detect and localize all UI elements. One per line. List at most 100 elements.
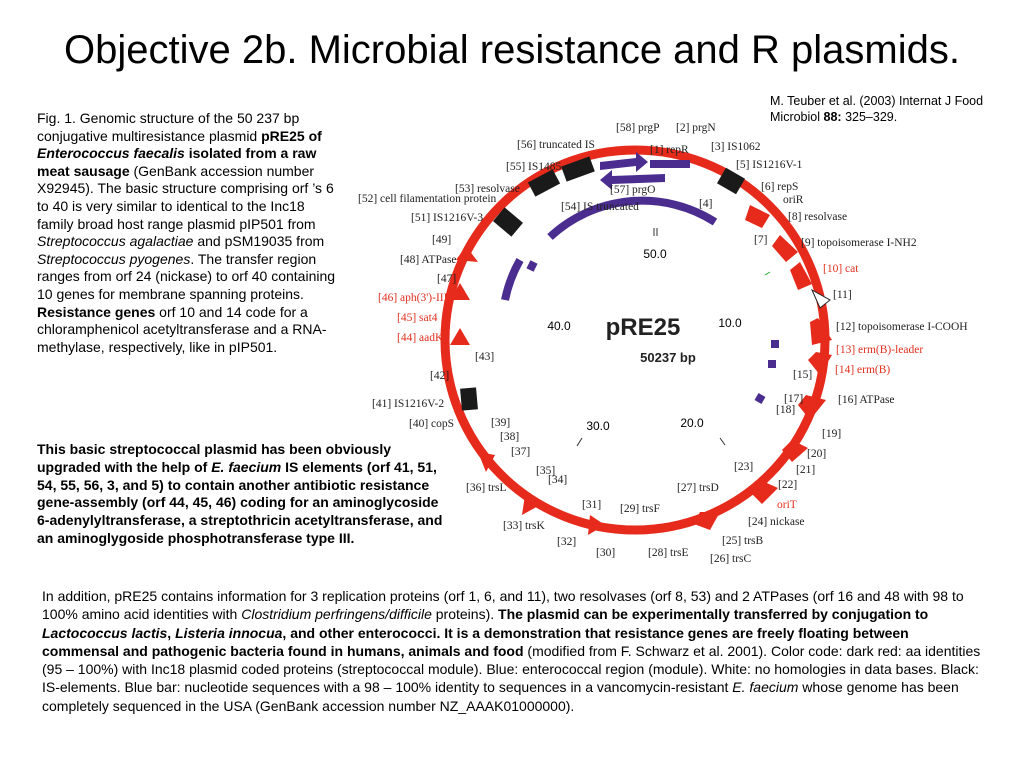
- caption-species: Enterococcus faecalis: [37, 145, 185, 162]
- gene-label: [49]: [432, 234, 451, 246]
- gene-label: [2] prgN: [676, 122, 716, 134]
- para-text: whose genome has been completely sequenc…: [42, 679, 959, 714]
- plasmid-name: pRE25: [606, 314, 681, 341]
- scale-tick: [764, 271, 771, 276]
- gene-label: [6] repS: [761, 181, 798, 193]
- caption-text: Fig. 1. Genomic structure of the 50 237 …: [37, 110, 300, 144]
- gene-label: [51] IS1216V-3: [411, 212, 483, 224]
- caption-species: Streptococcus pyogenes: [37, 250, 191, 267]
- gene-arrow-red: [522, 495, 540, 515]
- gene-label: [23]: [734, 461, 753, 473]
- plasmid-size: 50237 bp: [640, 350, 696, 365]
- red-genes: [450, 205, 832, 535]
- is-element-block: [460, 387, 478, 411]
- scale-ticks: [576, 228, 771, 447]
- gene-label: [37]: [511, 446, 530, 458]
- gene-arrow-red: [772, 235, 798, 262]
- gene-arrow-red: [810, 318, 832, 345]
- reference-authors: M. Teuber et al. (2003) Internat J Food …: [770, 94, 984, 124]
- para-species: Listeria innocua: [175, 624, 283, 641]
- gene-label: [24] nickase: [748, 516, 805, 528]
- scale-label: 20.0: [680, 416, 704, 430]
- blue-bar-arc: [526, 260, 538, 272]
- gene-arrow-blue: [600, 170, 665, 190]
- gene-label: [35]: [536, 465, 555, 477]
- blue-genes: [600, 152, 690, 190]
- gene-arrow-red: [450, 328, 470, 345]
- scale-label: 10.0: [718, 316, 742, 330]
- gene-label: [16] ATPase: [838, 394, 895, 406]
- gene-label: [57] prgO: [610, 184, 655, 196]
- gene-label: [10] cat: [823, 263, 859, 275]
- gene-label: [27] trsD: [677, 482, 719, 494]
- note-species: E. faecium: [211, 458, 282, 475]
- gene-arrow-red: [782, 440, 808, 462]
- gene-label: [43]: [475, 351, 494, 363]
- gene-label: [53] resolvase: [455, 183, 520, 195]
- gene-label: [32]: [557, 536, 576, 548]
- para-text: In addition, pRE25 contains information …: [42, 588, 964, 623]
- para-bold: , and other enterococci. It is a demonst…: [42, 624, 909, 659]
- gene-label: [26] trsC: [710, 553, 752, 565]
- scale-tick: [576, 437, 583, 447]
- gene-label: oriR: [783, 194, 804, 206]
- para-bold: The plasmid can be experimentally transf…: [498, 606, 929, 623]
- gene-arrow-red: [745, 205, 770, 228]
- gene-label: [33] trsK: [503, 520, 546, 532]
- scale-label: 30.0: [586, 419, 610, 433]
- upgrade-note: This basic streptococcal plasmid has bee…: [37, 441, 447, 548]
- bottom-paragraph: In addition, pRE25 contains information …: [42, 587, 987, 715]
- gene-label: [34]: [548, 474, 567, 486]
- note-text: IS elements (orf 41, 51, 54, 55, 56, 3, …: [37, 458, 443, 546]
- caption-bold: isolated from a raw meat sausage: [37, 145, 317, 179]
- gene-label: [46] aph(3')-III: [378, 292, 448, 304]
- gene-label: [21]: [796, 464, 815, 476]
- gene-arrow-red: [450, 283, 470, 300]
- gene-label: [56] truncated IS: [517, 139, 595, 151]
- gene-label: [8] resolvase: [788, 211, 847, 223]
- note-text: This basic streptococcal plasmid has bee…: [37, 441, 391, 475]
- is-element-block: [527, 169, 561, 197]
- gene-label: [39]: [491, 417, 510, 429]
- caption-text: and pSM19035 from: [193, 233, 325, 250]
- gene-arrow-red: [808, 352, 832, 375]
- reference-volume: 88:: [823, 110, 842, 124]
- blue-bar-arc: [501, 258, 524, 301]
- gene-label: [12] topoisomerase I-COOH: [836, 321, 968, 333]
- gene-arrow-blue: [650, 160, 690, 168]
- gene-label: [22]: [778, 479, 797, 491]
- blue-bars: [501, 196, 779, 404]
- caption-bold: pRE25 of: [261, 127, 322, 144]
- gene-label: [1] repR: [650, 144, 689, 156]
- reference-citation: M. Teuber et al. (2003) Internat J Food …: [770, 93, 1010, 125]
- is-elements: [460, 156, 746, 411]
- gene-label: [5] IS1216V-1: [736, 159, 803, 171]
- gene-label: [54] IS truncated: [561, 201, 639, 213]
- reference-pages: 325–329.: [845, 110, 898, 124]
- gene-arrow-red: [694, 512, 720, 530]
- gene-arrow-red: [798, 395, 826, 420]
- gene-label: [17]: [784, 393, 803, 405]
- caption-species: Streptococcus agalactiae: [37, 233, 194, 250]
- gene-label: [31]: [582, 499, 601, 511]
- scale-label: 50.0: [643, 247, 667, 261]
- gene-label: [25] trsB: [722, 535, 764, 547]
- gene-arrow-blue: [600, 152, 648, 172]
- gene-label: [41] IS1216V-2: [372, 398, 444, 410]
- gene-arrow-red: [478, 452, 495, 472]
- caption-text: orf 10 and 14 code for a chloramphenicol…: [37, 303, 327, 355]
- gene-label: [45] sat4: [397, 312, 438, 324]
- gene-label: [29] trsF: [620, 503, 660, 515]
- gene-label: [44] aadK: [397, 332, 444, 344]
- gene-arrow-red: [750, 480, 778, 504]
- para-bold: ,: [167, 624, 176, 641]
- gene-label: [28] trsE: [648, 547, 689, 559]
- gene-label: [15]: [793, 369, 812, 381]
- caption-bold: Resistance genes: [37, 303, 156, 320]
- gene-label: [47]: [437, 273, 456, 285]
- gene-label: [36] trsL: [466, 482, 507, 494]
- gene-label: [3] IS1062: [711, 141, 761, 153]
- gene-arrow-red: [456, 246, 478, 262]
- scale-label: 40.0: [547, 319, 571, 333]
- para-text: (modified from F. Schwarz et al. 2001). …: [42, 642, 981, 696]
